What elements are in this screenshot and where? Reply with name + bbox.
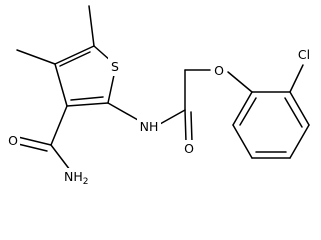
bond-c3-c2 (66, 102, 109, 107)
bond-ether-o-ring (227, 71, 253, 93)
ether-oxygen-label: O (214, 63, 224, 78)
primary-amide-oxygen-label-bg (6, 132, 20, 150)
sulfur-label-bg (108, 56, 122, 76)
chlorine-label: Cl (298, 47, 310, 62)
bond-c3-c2-double (70, 96, 104, 101)
bond-carbonyl-c-o-double (190, 111, 193, 143)
amide-nh-label-bg (137, 118, 161, 136)
carbonyl-oxygen-label-bg (182, 140, 196, 158)
primary-amide-nh2-label: NH2 (64, 169, 88, 186)
amide-nh-label: NH (140, 119, 159, 134)
bond-ring-c3-c4 (289, 124, 310, 159)
bond-ring-c2-c3-double (284, 97, 303, 128)
chlorine-label-bg (294, 46, 314, 64)
bond-c3-amide-c (50, 105, 68, 146)
bond-c5-c4-double (59, 51, 91, 67)
bond-ring-c5-c6 (232, 124, 253, 159)
bond-amide-c-o (17, 136, 52, 146)
bond-amide-c-o-double (17, 143, 48, 152)
bond-c2-nh (107, 102, 139, 121)
bond-amide-c-n (50, 144, 71, 171)
bond-c5-c4 (54, 45, 95, 65)
carbonyl-oxygen-label: O (184, 141, 194, 156)
bond-ring-c6-c1 (232, 91, 253, 126)
molecule-structure-diagram: S NH O O Cl O NH2 (6, 5, 314, 186)
primary-amide-n-text: NH (64, 169, 83, 184)
bond-c4-c3 (54, 63, 68, 107)
bond-ring-c2-c3 (289, 91, 310, 126)
bond-c2-s (107, 74, 115, 104)
primary-amide-n-subscript: 2 (83, 177, 89, 186)
primary-amide-oxygen-label: O (8, 133, 18, 148)
ether-oxygen-label-bg (211, 62, 227, 80)
bond-carbonyl-c-o (184, 109, 187, 143)
bond-c5-methyl (88, 5, 95, 47)
bond-c4-methyl (16, 49, 56, 65)
sulfur-label: S (111, 59, 119, 74)
bond-ring-chlorine (289, 64, 304, 93)
primary-amide-nh2-label-bg (62, 168, 92, 186)
atom-label-layer: S NH O O Cl O NH2 (6, 46, 314, 186)
bond-nh-carbonyl-c (159, 109, 186, 125)
bond-ring-c6-c1-double (239, 97, 257, 126)
bond-layer (16, 5, 310, 171)
